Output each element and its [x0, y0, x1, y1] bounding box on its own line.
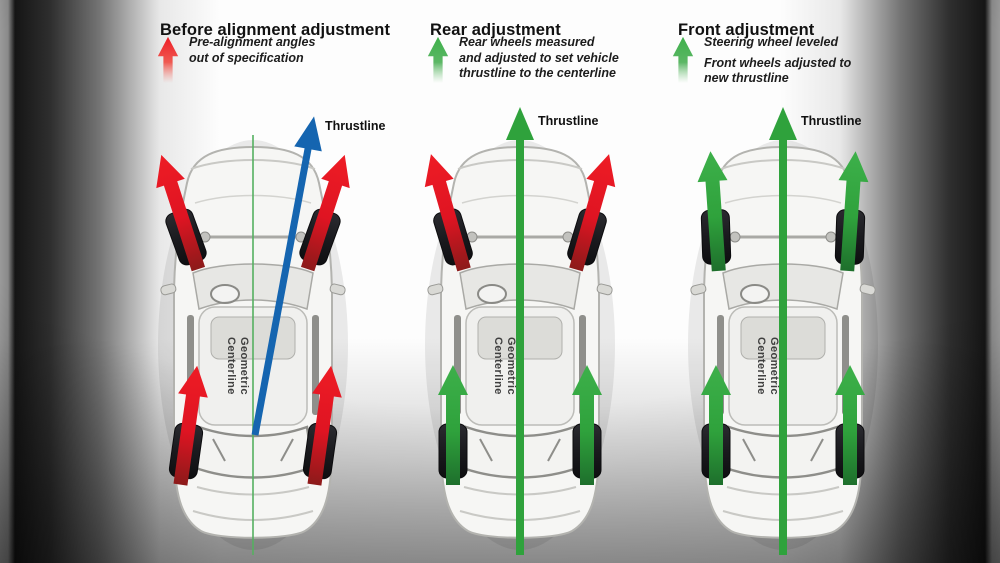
thrustline-arrow	[251, 116, 322, 436]
legend-line: Steering wheel leveled	[704, 35, 839, 49]
legend-text: Rear wheels measured and adjusted to set…	[459, 34, 619, 82]
panel-title: Rear adjustment	[430, 20, 561, 39]
panel-before-alignment: Before alignment adjustment Pre-alignmen…	[110, 0, 400, 563]
legend-line: Pre-alignment angles	[189, 35, 316, 49]
geometric-centerline-label: Geometric Centerline	[755, 337, 780, 398]
panel-rear-adjustment: Rear adjustment Rear wheels measured and…	[377, 0, 667, 563]
geometric-centerline-label: Geometric Centerline	[225, 337, 250, 398]
car-scene-rear: Geometric Centerline Thrustline	[416, 107, 624, 555]
thrustline-label: Thrustline	[538, 114, 598, 128]
car-scene-before: Geometric Centerline Thrustline	[147, 116, 385, 555]
geometric-centerline-label: Geometric Centerline	[492, 337, 517, 398]
legend-line: thrustline to the centerline	[459, 66, 616, 80]
green-arrow-icon	[672, 36, 694, 84]
thrustline-arrow	[769, 107, 797, 555]
panel-title: Before alignment adjustment	[160, 20, 391, 39]
legend-text: Steering wheel leveled Front wheels adju…	[704, 34, 851, 87]
red-arrow-icon	[157, 36, 179, 84]
legend-line: new thrustline	[704, 71, 789, 85]
green-arrow-icon	[427, 36, 449, 84]
legend: Rear wheels measured and adjusted to set…	[426, 34, 619, 86]
legend: Steering wheel leveled Front wheels adju…	[671, 34, 851, 87]
legend: Pre-alignment angles out of specificatio…	[156, 34, 315, 86]
legend-line: and adjusted to set vehicle	[459, 50, 619, 65]
panel-front-adjustment: Front adjustment Steering wheel leveled …	[640, 0, 930, 563]
thrustline-label: Thrustline	[325, 119, 385, 133]
legend-line: out of specification	[189, 50, 304, 65]
thrustline-label: Thrustline	[801, 114, 861, 128]
legend-line: Rear wheels measured	[459, 35, 595, 49]
legend-line: Front wheels adjusted to	[704, 55, 852, 70]
panel-title: Front adjustment	[678, 20, 815, 39]
car-scene-front: Geometric Centerline Thrustline	[686, 107, 880, 555]
legend-text: Pre-alignment angles out of specificatio…	[189, 34, 315, 66]
thrustline-arrow	[506, 107, 534, 555]
